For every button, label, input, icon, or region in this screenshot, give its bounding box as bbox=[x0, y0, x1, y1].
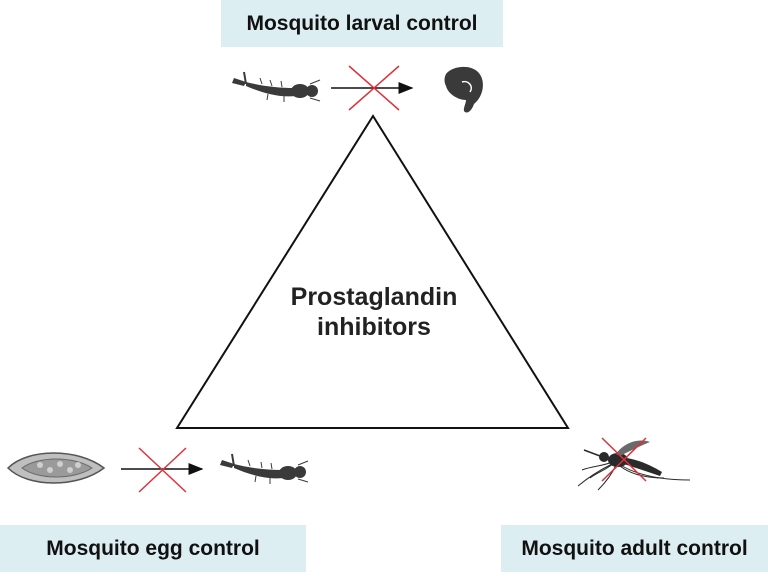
label-egg-text: Mosquito egg control bbox=[46, 536, 260, 560]
label-larval-control: Mosquito larval control bbox=[221, 0, 503, 47]
mosquito-larva-icon bbox=[220, 453, 309, 484]
label-larval-text: Mosquito larval control bbox=[246, 11, 478, 35]
red-cross-icon bbox=[601, 437, 647, 482]
mosquito-adult-icon bbox=[577, 440, 691, 491]
mosquito-pupa-icon bbox=[444, 66, 483, 113]
label-adult-control: Mosquito adult control bbox=[501, 525, 768, 572]
mosquito-larva-icon bbox=[232, 71, 321, 102]
triangle bbox=[175, 114, 570, 429]
mosquito-egg-icon bbox=[6, 452, 106, 484]
center-title-line1: Prostaglandin bbox=[290, 283, 458, 311]
label-egg-control: Mosquito egg control bbox=[0, 525, 306, 572]
red-cross-icon bbox=[348, 65, 400, 111]
red-cross-icon bbox=[138, 447, 187, 493]
center-title: Prostaglandin inhibitors bbox=[254, 282, 494, 342]
center-title-line2: inhibitors bbox=[317, 313, 431, 341]
label-adult-text: Mosquito adult control bbox=[521, 536, 748, 560]
